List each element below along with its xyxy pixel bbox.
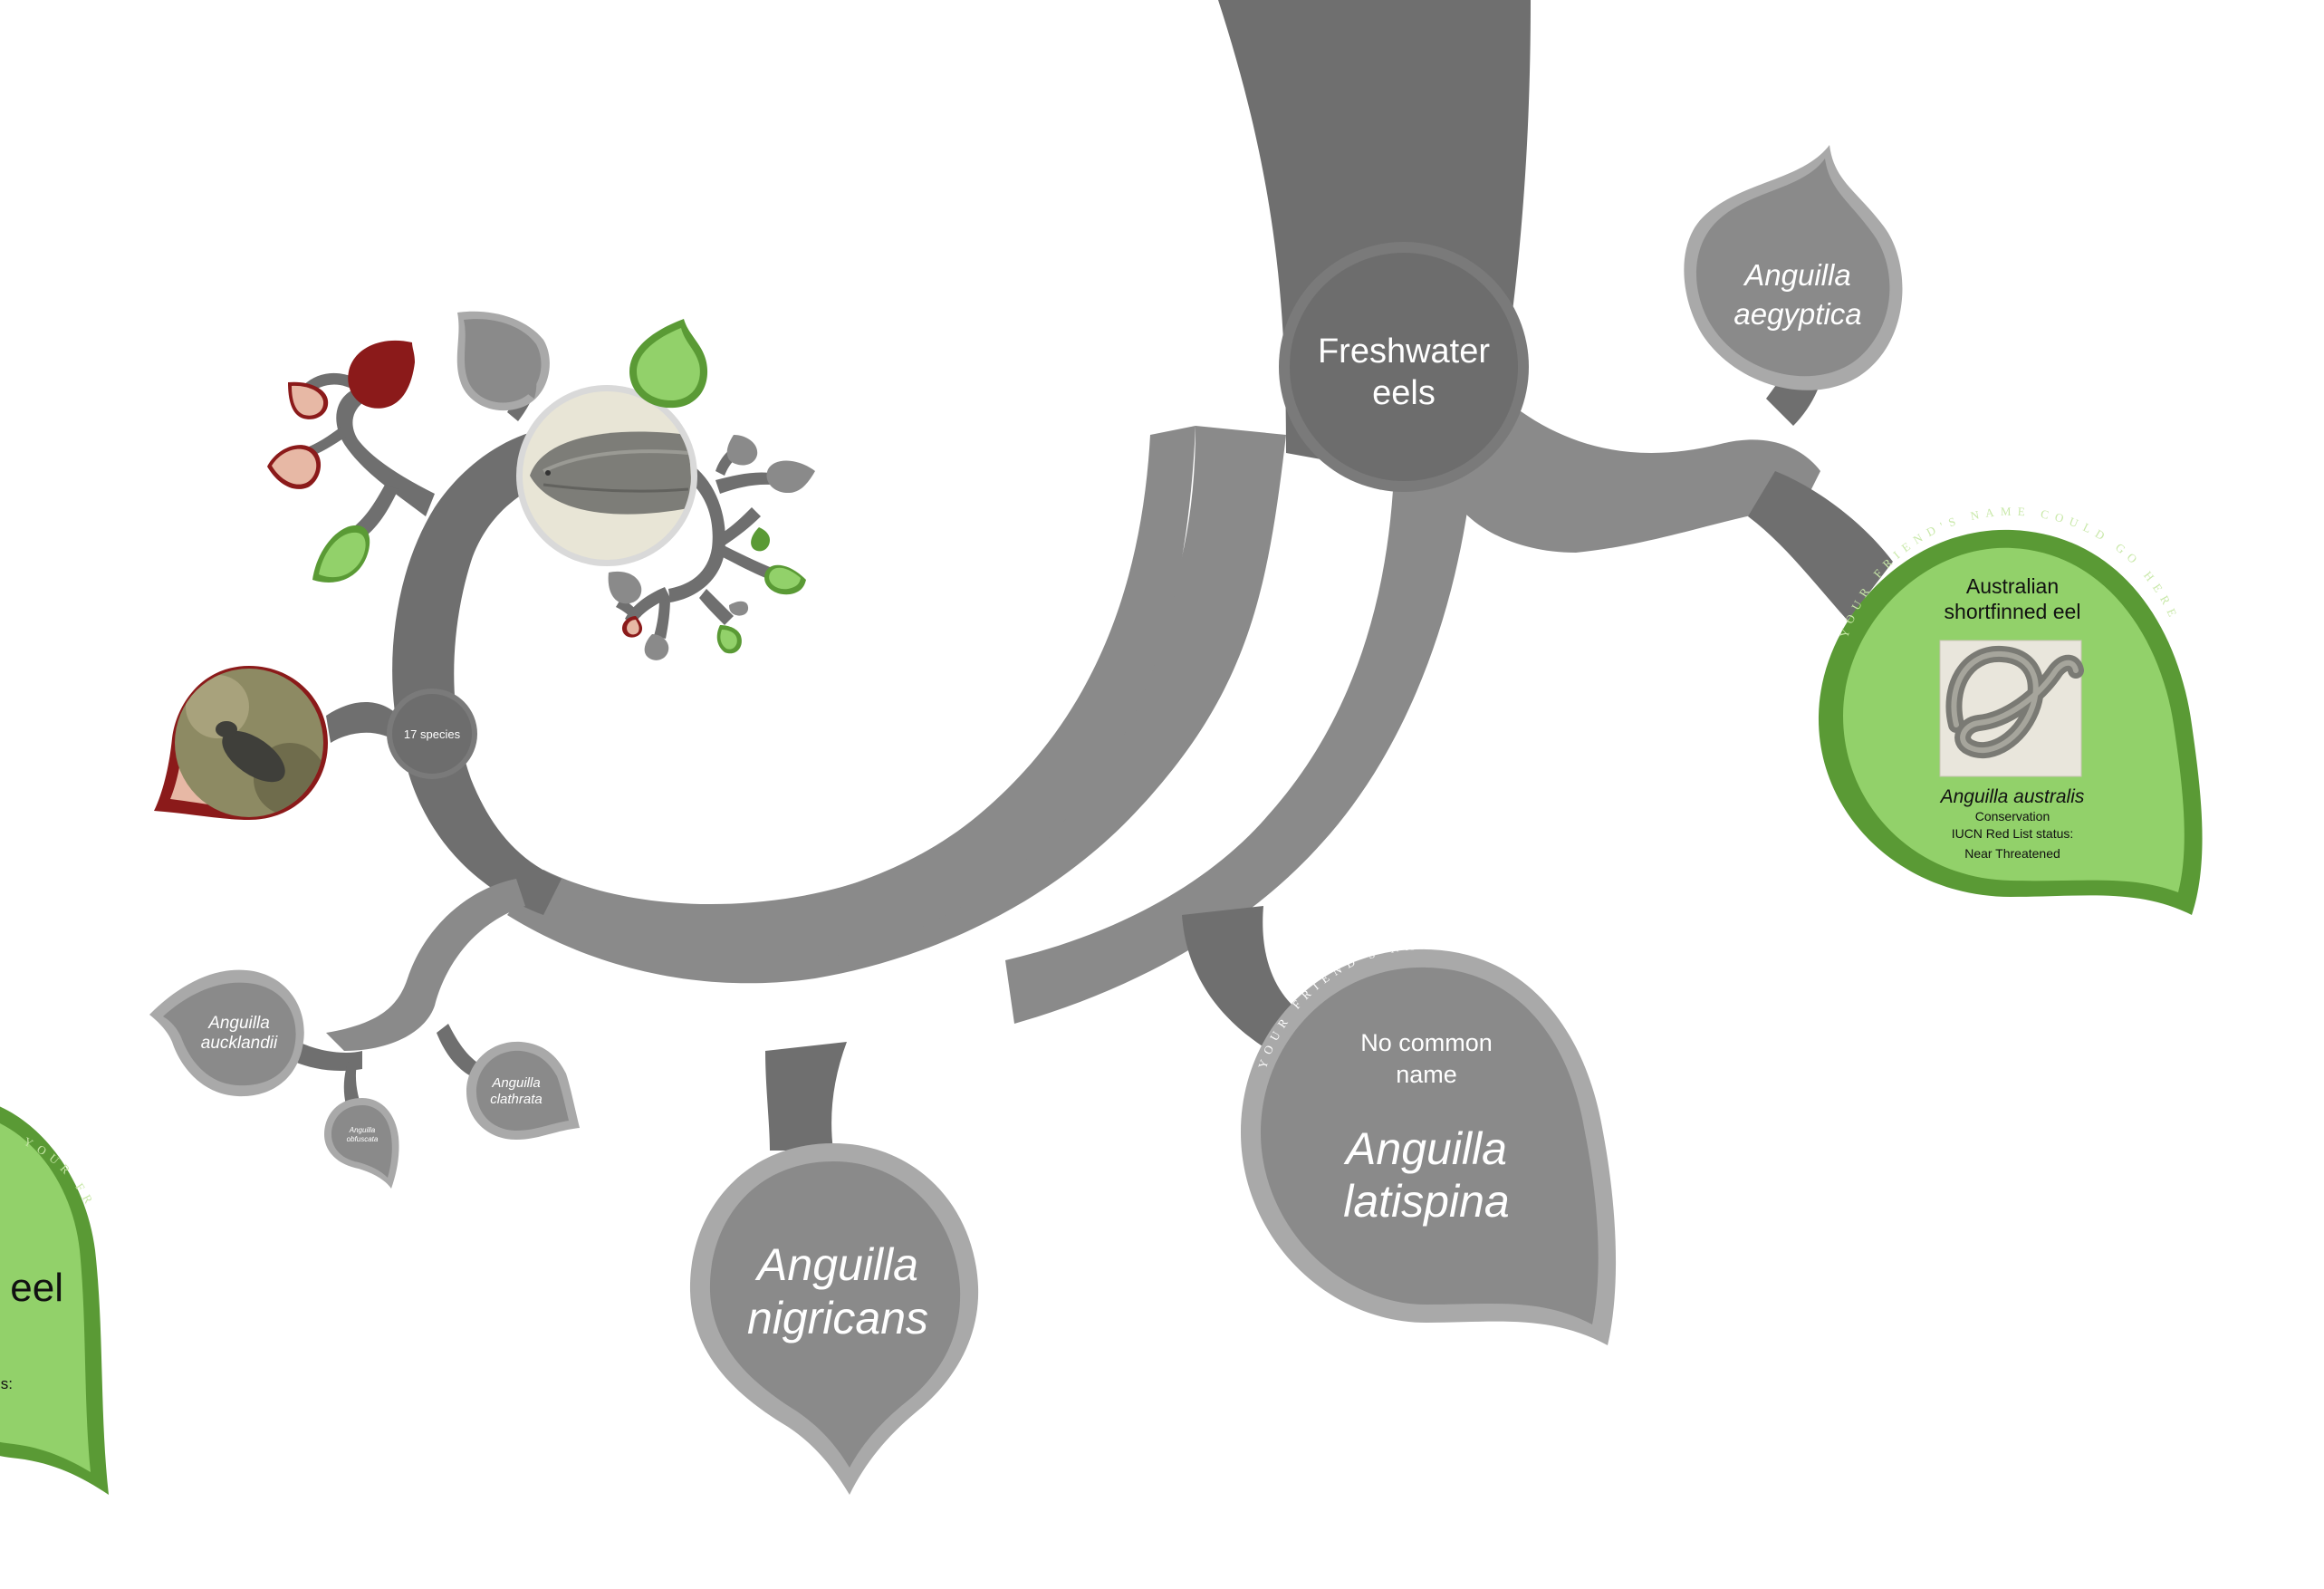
leaf-anguilla-latispina[interactable]: YOUR FRIEND'S NAME COULD GO HERE No comm… <box>1241 939 1617 1345</box>
common-name-line2: name <box>1396 1061 1457 1088</box>
clade-node-freshwater-eels[interactable]: Freshwater eels <box>1279 242 1529 492</box>
species-name-line1: Anguilla <box>754 1239 918 1290</box>
iucn-label: IUCN Red List status: <box>1952 826 2074 841</box>
common-name-fragment: eel <box>10 1266 63 1310</box>
latin-name-line1: Anguilla <box>1343 1123 1507 1174</box>
species-name-line2: nigricans <box>747 1293 928 1343</box>
common-name-line1: Australian <box>1966 574 2059 598</box>
leaf-small-red[interactable] <box>348 340 415 409</box>
leaf-anguilla-aucklandii[interactable]: Anguilla aucklandii <box>149 969 304 1097</box>
leaf-image-eel-photo[interactable] <box>154 666 328 820</box>
leaf-offscreen-partial[interactable]: YOUR FRIEND'S NAME COULD GO HERE eel s: <box>0 0 109 1495</box>
species-name-line2: clathrata <box>490 1092 543 1107</box>
leaf-anguilla-clathrata[interactable]: Anguilla clathrata <box>466 1041 580 1140</box>
leaf-small-grey[interactable] <box>514 368 537 399</box>
species-name-line2: aucklandii <box>201 1034 278 1053</box>
friend-name-ring: YOUR FRIEND'S NAME COULD GO HERE <box>0 0 99 1211</box>
leaf-small-grey[interactable] <box>608 571 642 604</box>
clade-node-17-species[interactable]: 17 species <box>387 689 477 779</box>
leaf-small-green[interactable] <box>751 527 770 552</box>
leaf-small-grey[interactable] <box>644 634 669 660</box>
iucn-status: Near Threatened <box>1964 846 2060 861</box>
eel-illustration <box>1939 640 2084 777</box>
leaf-small-grey[interactable] <box>726 435 758 466</box>
species-count-label: 17 species <box>404 727 461 741</box>
species-name-line2: obfuscata <box>347 1135 379 1143</box>
leaf-image-fish-illustration[interactable] <box>516 385 697 566</box>
tree-branches <box>294 0 1893 1151</box>
leaf-small-grey[interactable] <box>729 601 749 616</box>
species-name-line1: Anguilla <box>349 1126 376 1134</box>
species-name-line1: Anguilla <box>491 1075 540 1091</box>
iucn-label-fragment: s: <box>1 1375 13 1392</box>
latin-name: Anguilla australis <box>1939 786 2085 807</box>
conservation-label: Conservation <box>1975 809 2050 823</box>
common-name-line1: No common <box>1360 1029 1493 1056</box>
species-name-line1: Anguilla <box>207 1014 270 1033</box>
latin-name-line2: latispina <box>1343 1176 1509 1227</box>
species-name-line1: Anguilla <box>1743 258 1850 292</box>
leaf-anguilla-australis[interactable]: YOUR FRIEND'S NAME COULD GO HERE Austral… <box>1818 505 2203 915</box>
species-name-line2: aegyptica <box>1733 297 1861 331</box>
clade-label-line1: Freshwater <box>1318 332 1490 371</box>
common-name-line2: shortfinned eel <box>1945 600 2081 623</box>
leaf-anguilla-aegyptica[interactable]: Anguilla aegyptica <box>1684 145 1903 390</box>
leaf-small-grey[interactable] <box>766 460 815 494</box>
clade-label-line2: eels <box>1372 374 1436 412</box>
leaf-anguilla-nigricans[interactable]: Anguilla nigricans <box>689 1143 979 1495</box>
small-leaves-cluster-right <box>514 368 815 660</box>
leaf-anguilla-obfuscata[interactable]: Anguilla obfuscata <box>324 1098 399 1189</box>
